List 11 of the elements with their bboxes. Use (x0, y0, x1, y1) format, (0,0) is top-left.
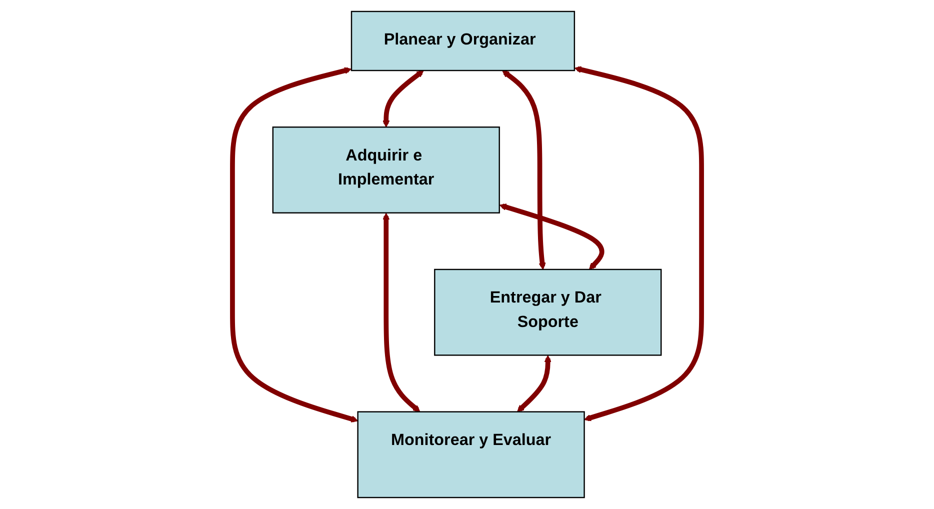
node-box: Adquirir e Implementar (272, 126, 500, 214)
arrow (499, 204, 604, 270)
arrow (230, 67, 358, 422)
arrow (574, 66, 704, 422)
arrow (382, 70, 424, 128)
arrow (516, 355, 552, 412)
arrow (502, 70, 546, 270)
arrow (382, 212, 420, 412)
node-box: Planear y Organizar (350, 10, 576, 72)
node-box: Monitorear y Evaluar (357, 411, 585, 498)
node-box: Entregar y Dar Soporte (434, 268, 662, 356)
